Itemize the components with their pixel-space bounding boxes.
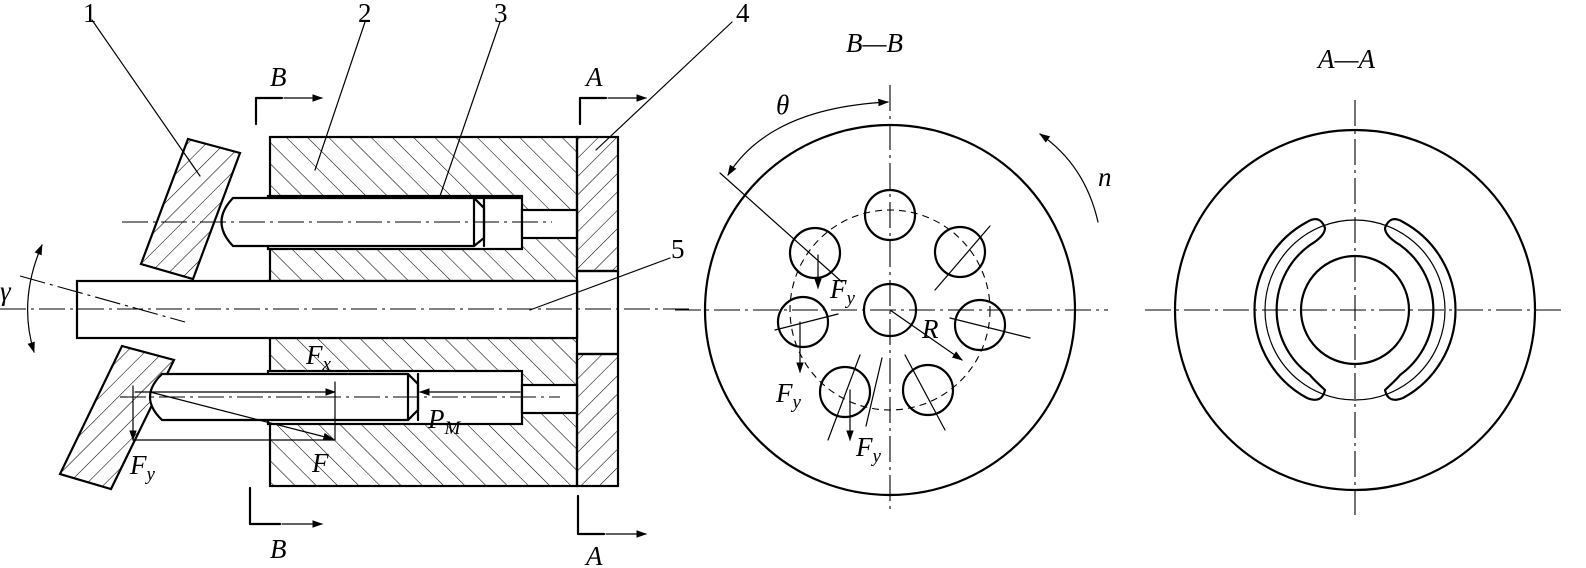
port-plate — [575, 135, 620, 488]
upper-piston — [220, 196, 523, 248]
kidney-port-right — [1383, 218, 1457, 401]
view-bb: B—B θ n — [675, 28, 1112, 512]
label-part-5: 5 — [671, 234, 685, 264]
bore-top — [863, 188, 917, 242]
bore-left — [776, 295, 830, 349]
label-f: F — [311, 448, 329, 478]
view-aa: A—A — [1145, 44, 1565, 515]
swash-plate — [58, 137, 242, 491]
theta-arc — [727, 98, 890, 176]
port-plate-upper — [575, 135, 620, 273]
swash-plate-axis — [19, 275, 186, 323]
rotation-arc — [1039, 133, 1099, 223]
leader-1 — [91, 19, 201, 177]
leader-2 — [314, 21, 366, 171]
label-r: R — [921, 314, 939, 344]
label-part-4: 4 — [736, 0, 750, 28]
radius-arrow — [889, 309, 963, 361]
label-section-a-bottom: A — [584, 541, 603, 568]
leader-5 — [529, 257, 671, 311]
section-a-top-marker — [578, 96, 608, 126]
label-n: n — [1098, 162, 1112, 192]
swash-plate-upper — [139, 137, 242, 281]
label-fy-left: Fy — [129, 450, 156, 485]
shaft-hole-bb — [862, 282, 918, 338]
section-b-top-marker — [254, 96, 284, 126]
label-gamma: γ — [0, 276, 12, 306]
gamma-arc — [27, 244, 43, 354]
label-fy-bb-2: Fy — [775, 378, 802, 413]
bore-lower-left — [818, 365, 872, 419]
leader-3 — [439, 21, 501, 197]
force-diagram — [129, 381, 521, 442]
label-part-2: 2 — [358, 0, 372, 28]
swash-plate-lower — [58, 344, 176, 491]
upper-port — [520, 208, 579, 240]
lower-port — [520, 383, 579, 415]
view-bb-title: B—B — [846, 28, 903, 58]
label-fy-bb-1: Fy — [829, 274, 856, 309]
view-aa-title: A—A — [1316, 44, 1376, 74]
port-plate-center-gap — [575, 269, 620, 356]
label-section-b-bottom: B — [270, 534, 287, 564]
bore-lower-right — [901, 363, 955, 417]
label-fy-bb-3: Fy — [855, 432, 882, 467]
label-theta: θ — [776, 90, 789, 120]
section-b-bottom-marker — [248, 486, 282, 526]
section-a-bottom-marker — [576, 494, 606, 536]
sectional-view: 1 2 3 4 5 B B A A γ Fx F PM Fy — [0, 0, 750, 568]
leader-4 — [595, 21, 733, 151]
bore-upper-right — [933, 225, 987, 279]
label-section-b-top: B — [270, 62, 287, 92]
port-plate-lower — [575, 352, 620, 488]
cylinder-bores — [776, 188, 1007, 419]
bore-upper-left — [788, 226, 842, 280]
label-section-a-top: A — [584, 62, 603, 92]
label-part-1: 1 — [83, 0, 97, 28]
kidney-port-left — [1253, 218, 1327, 401]
label-part-3: 3 — [494, 0, 508, 28]
bore-right — [953, 298, 1007, 352]
label-pm: PM — [427, 404, 462, 439]
label-fx: Fx — [305, 340, 332, 375]
